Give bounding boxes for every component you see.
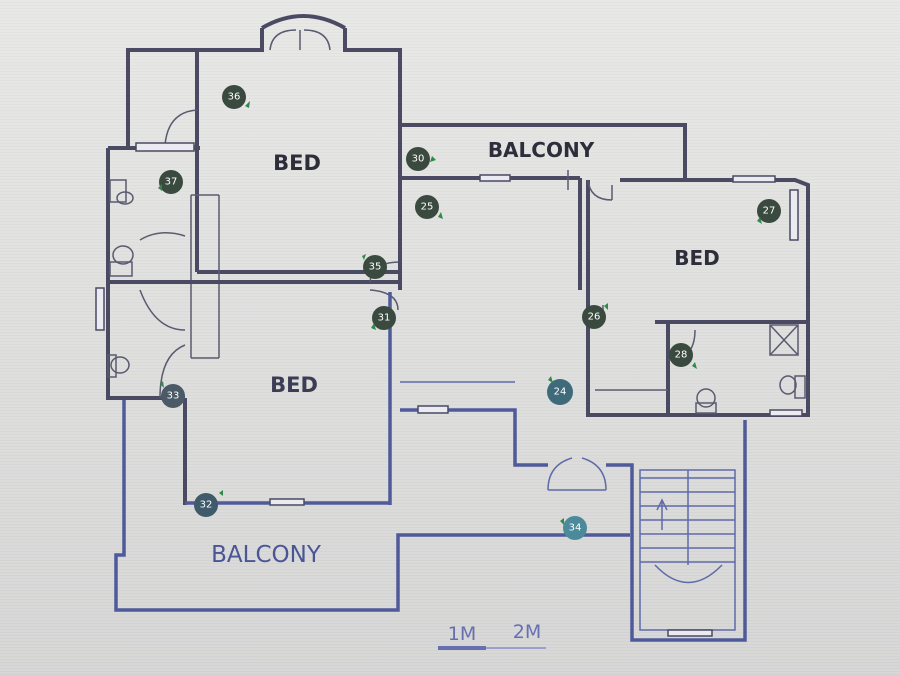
- marker-30[interactable]: 30: [406, 147, 430, 171]
- marker-32-label: 32: [200, 500, 213, 511]
- marker-30-label: 30: [412, 154, 425, 165]
- scale-bar: 1M 2M: [438, 621, 546, 650]
- bed-left-walls: [185, 292, 392, 506]
- marker-26[interactable]: 26: [582, 305, 606, 329]
- marker-33[interactable]: 33: [161, 384, 185, 408]
- room-label-bed-left: BED: [270, 373, 318, 397]
- marker-36-label: 36: [228, 92, 241, 103]
- marker-31-label: 31: [378, 313, 391, 324]
- scale-label-2m: 2M: [513, 621, 541, 643]
- room-label-bed-top: BED: [273, 151, 321, 175]
- room-label-balcony-bottom: BALCONY: [211, 542, 322, 568]
- door-swings-upper-left: [135, 109, 401, 399]
- marker-28[interactable]: 28: [669, 343, 693, 367]
- marker-37[interactable]: 37: [159, 170, 183, 194]
- marker-25[interactable]: 25: [415, 195, 439, 219]
- staircase: [639, 469, 736, 637]
- marker-36-dot: [222, 85, 246, 109]
- marker-27-label: 27: [763, 206, 776, 217]
- bathroom-fixtures-left: [95, 179, 134, 378]
- marker-25-label: 25: [421, 202, 434, 213]
- room-label-balcony-top: BALCONY: [488, 138, 595, 162]
- marker-24-label: 24: [554, 387, 567, 398]
- marker-28-label: 28: [675, 350, 688, 361]
- marker-24[interactable]: 24: [547, 379, 573, 405]
- upper-left-walls: [106, 28, 402, 505]
- marker-35-label: 35: [369, 262, 382, 273]
- balcony-bottom-walls: [114, 400, 630, 612]
- marker-direction-arrows: [158, 101, 762, 525]
- scale-label-1m: 1M: [448, 623, 476, 645]
- entry-arch: [260, 14, 346, 51]
- marker-26-label: 26: [588, 312, 601, 323]
- room-label-bed-right: BED: [674, 246, 720, 270]
- marker-36[interactable]: 36: [222, 85, 246, 109]
- marker-35[interactable]: 35: [363, 255, 387, 279]
- marker-31[interactable]: 31: [372, 306, 396, 330]
- marker-32[interactable]: 32: [194, 493, 218, 517]
- marker-34[interactable]: 34: [563, 516, 587, 540]
- marker-33-label: 33: [167, 391, 180, 402]
- hallway-walls: [398, 123, 747, 642]
- bed-right-walls: [586, 175, 810, 417]
- marker-37-label: 37: [165, 177, 178, 188]
- marker-27[interactable]: 27: [757, 199, 781, 223]
- marker-34-label: 34: [569, 523, 582, 534]
